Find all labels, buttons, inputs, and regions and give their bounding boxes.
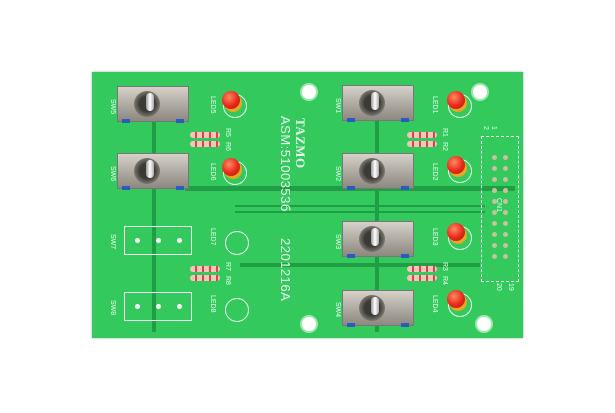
led4: [447, 290, 465, 308]
connector-pin: [492, 243, 497, 248]
led4-label: LED4: [431, 295, 438, 313]
mounting-hole: [300, 315, 318, 333]
toggle-switch-sw5[interactable]: [117, 86, 189, 123]
connector-label: CN1: [495, 198, 502, 213]
toggle-switch-sw2[interactable]: [342, 153, 414, 190]
r5-label: R5: [224, 128, 231, 137]
toggle-switch-sw3[interactable]: [342, 221, 414, 258]
pin-label: 1: [490, 126, 497, 130]
led5: [222, 91, 240, 109]
resistor-r1: [407, 132, 437, 138]
led2: [447, 156, 465, 174]
resistor-r4: [407, 275, 437, 281]
connector-pin: [492, 221, 497, 226]
sw7-label: SW7: [109, 234, 116, 250]
trace: [235, 205, 485, 207]
connector-pin: [492, 166, 497, 171]
sw5-label: SW5: [109, 99, 116, 115]
led5-label: LED5: [209, 96, 216, 114]
connector-cn1: [481, 136, 519, 282]
pin-label: 19: [507, 283, 514, 291]
sw6-label: SW6: [109, 166, 116, 182]
connector-pin: [503, 232, 508, 237]
connector-pin: [503, 254, 508, 259]
r4-label: R4: [441, 276, 448, 285]
trace: [152, 112, 156, 332]
connector-pin: [492, 188, 497, 193]
trace: [240, 263, 480, 267]
connector-pin: [492, 232, 497, 237]
connector-pin: [492, 155, 497, 160]
connector-pin: [503, 210, 508, 215]
connector-pin: [503, 221, 508, 226]
sw8-label: SW8: [109, 300, 116, 316]
pin-label: 2: [482, 126, 489, 130]
r8-label: R8: [224, 276, 231, 285]
connector-pin: [492, 210, 497, 215]
connector-pin: [503, 199, 508, 204]
sw3-label: SW3: [334, 234, 341, 250]
part-number-label: ASM:5100353б: [278, 116, 293, 212]
mounting-hole: [475, 315, 493, 333]
toggle-switch-sw6[interactable]: [117, 153, 189, 190]
led7-footprint: [225, 231, 249, 255]
led3: [447, 223, 465, 241]
resistor-r6: [190, 141, 220, 147]
r1-label: R1: [441, 128, 448, 137]
sw4-label: SW4: [334, 302, 341, 318]
switch-footprint-sw8: [124, 292, 192, 321]
mounting-hole: [471, 83, 489, 101]
led2-label: LED2: [431, 163, 438, 181]
r7-label: R7: [224, 262, 231, 271]
resistor-r7: [190, 266, 220, 272]
led3-label: LED3: [431, 228, 438, 246]
connector-pin: [492, 177, 497, 182]
led6-label: LED6: [209, 163, 216, 181]
switch-footprint-sw7: [124, 226, 192, 255]
connector-pin: [492, 254, 497, 259]
led6: [222, 158, 240, 176]
r3-label: R3: [441, 262, 448, 271]
resistor-r5: [190, 132, 220, 138]
mounting-hole: [300, 83, 318, 101]
toggle-switch-sw1[interactable]: [342, 85, 414, 122]
resistor-r8: [190, 275, 220, 281]
connector-pin: [503, 188, 508, 193]
brand-label: TAZMO: [293, 118, 308, 169]
r2-label: R2: [441, 142, 448, 151]
sw1-label: SW1: [334, 98, 341, 114]
connector-pin: [492, 199, 497, 204]
connector-pin: [503, 177, 508, 182]
resistor-r2: [407, 141, 437, 147]
led8-label: LED8: [209, 295, 216, 313]
led8-footprint: [225, 298, 249, 322]
led1-label: LED1: [431, 96, 438, 114]
sw2-label: SW2: [334, 166, 341, 182]
resistor-r3: [407, 266, 437, 272]
connector-pin: [503, 243, 508, 248]
toggle-switch-sw4[interactable]: [342, 290, 414, 327]
connector-pin: [503, 166, 508, 171]
trace: [235, 211, 485, 213]
led7-label: LED7: [209, 228, 216, 246]
pin-label: 20: [495, 283, 502, 291]
r6-label: R6: [224, 142, 231, 151]
led1: [447, 91, 465, 109]
connector-pin: [503, 155, 508, 160]
date-code-label: 2201216A: [278, 238, 293, 302]
